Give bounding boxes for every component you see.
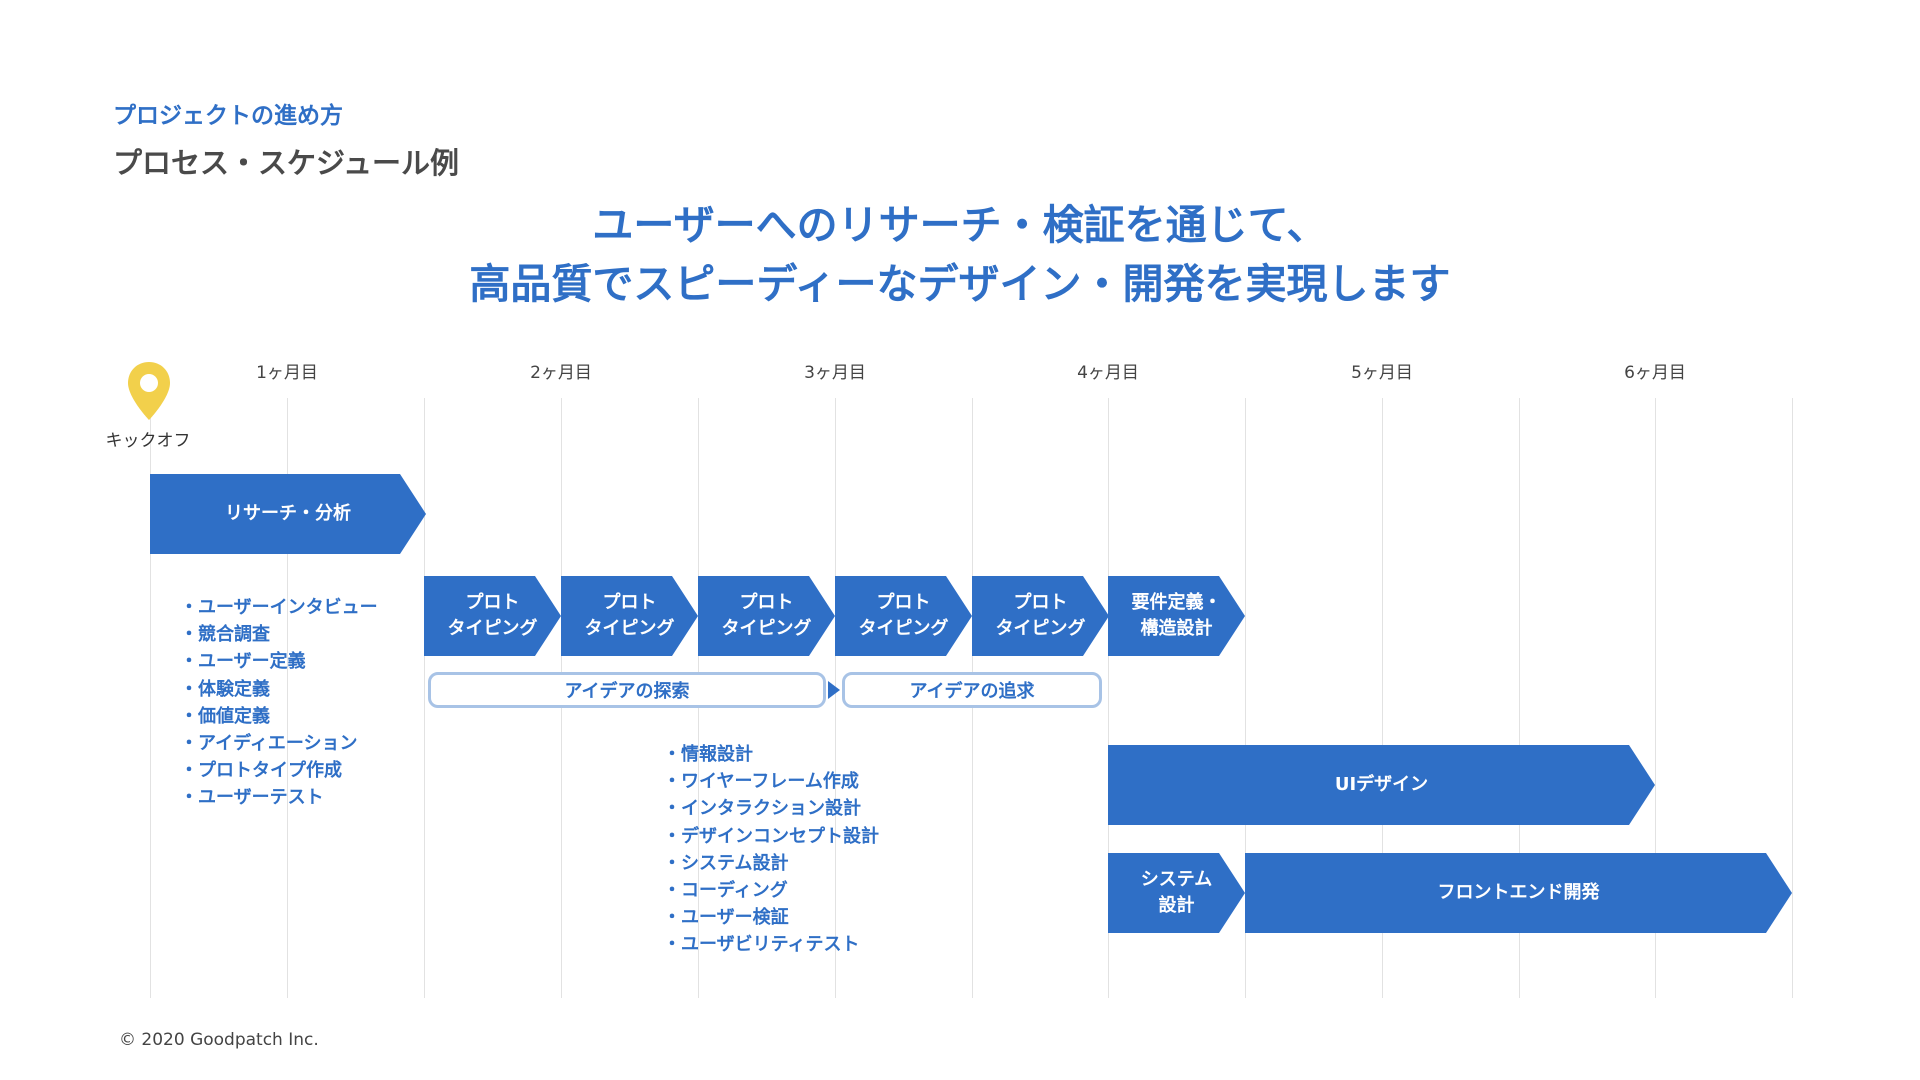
phase-prototyping-4: プロトタイピング bbox=[835, 576, 972, 656]
month-label-4: 4ヶ月目 bbox=[1077, 363, 1139, 383]
month-label-6: 6ヶ月目 bbox=[1624, 363, 1686, 383]
copyright: © 2020 Goodpatch Inc. bbox=[119, 1030, 319, 1050]
list-item: ・インタラクション設計 bbox=[663, 798, 861, 820]
phase-ui-design: UIデザイン bbox=[1108, 745, 1655, 825]
research-task-list: ・ユーザーインタビュー ・競合調査 ・ユーザー定義 ・体験定義 ・価値定義 ・ア… bbox=[180, 594, 378, 812]
phase-label: プロト bbox=[739, 592, 794, 613]
phase-label: タイピング bbox=[995, 618, 1086, 639]
pill-label: アイデアの探索 bbox=[564, 681, 690, 702]
grid-line bbox=[1655, 398, 1656, 998]
list-item: ・体験定義 bbox=[180, 678, 270, 700]
headline: ユーザーへのリサーチ・検証を通じて、 高品質でスピーディーなデザイン・開発を実現… bbox=[0, 196, 1920, 314]
month-label-2: 2ヶ月目 bbox=[530, 363, 592, 383]
phase-label: タイピング bbox=[584, 618, 675, 639]
grid-line bbox=[1792, 398, 1793, 998]
arrow-right-icon bbox=[828, 681, 840, 699]
list-item: ・システム設計 bbox=[663, 852, 789, 874]
phase-label: プロト bbox=[1013, 592, 1068, 613]
list-item: ・価値定義 bbox=[180, 705, 270, 727]
list-item: ・ユーザー検証 bbox=[663, 907, 789, 929]
phase-prototyping-3: プロトタイピング bbox=[698, 576, 835, 656]
phase-label: 構造設計 bbox=[1140, 618, 1213, 639]
pill-idea-exploration: アイデアの探索 bbox=[428, 672, 826, 708]
section-eyebrow: プロジェクトの進め方 bbox=[113, 103, 343, 129]
list-item: ・アイディエーション bbox=[180, 733, 358, 755]
headline-line-2: 高品質でスピーディーなデザイン・開発を実現します bbox=[469, 260, 1451, 308]
phase-label: プロト bbox=[602, 592, 657, 613]
phase-system-design: システム設計 bbox=[1108, 853, 1245, 933]
phase-label: タイピング bbox=[447, 618, 538, 639]
phase-prototyping-2: プロトタイピング bbox=[561, 576, 698, 656]
month-label-5: 5ヶ月目 bbox=[1351, 363, 1413, 383]
grid-line bbox=[287, 398, 288, 998]
list-item: ・ユーザー定義 bbox=[180, 651, 306, 673]
phase-label: プロト bbox=[465, 592, 520, 613]
phase-label: 設計 bbox=[1158, 895, 1195, 916]
phase-label: フロントエンド開発 bbox=[1437, 882, 1600, 903]
phase-research: リサーチ・分析 bbox=[150, 474, 426, 554]
grid-line bbox=[1245, 398, 1246, 998]
month-label-1: 1ヶ月目 bbox=[256, 363, 318, 383]
headline-line-1: ユーザーへのリサーチ・検証を通じて、 bbox=[592, 201, 1328, 249]
design-task-list: ・情報設計 ・ワイヤーフレーム作成 ・インタラクション設計 ・デザインコンセプト… bbox=[663, 741, 879, 959]
list-item: ・プロトタイプ作成 bbox=[180, 760, 342, 782]
map-pin-icon bbox=[128, 362, 170, 420]
grid-line bbox=[150, 398, 151, 998]
month-label-3: 3ヶ月目 bbox=[804, 363, 866, 383]
list-item: ・ユーザビリティテスト bbox=[663, 934, 860, 956]
grid-line bbox=[1108, 398, 1109, 998]
phase-prototyping-1: プロトタイピング bbox=[424, 576, 561, 656]
phase-research-label: リサーチ・分析 bbox=[225, 503, 351, 524]
grid-line bbox=[1519, 398, 1520, 998]
phase-requirements: 要件定義・構造設計 bbox=[1108, 576, 1245, 656]
phase-label: プロト bbox=[876, 592, 931, 613]
phase-label: タイピング bbox=[858, 618, 949, 639]
section-subtitle: プロセス・スケジュール例 bbox=[113, 146, 459, 180]
grid-line bbox=[1382, 398, 1383, 998]
pill-label: アイデアの追求 bbox=[909, 681, 1035, 702]
list-item: ・競合調査 bbox=[180, 624, 270, 646]
list-item: ・ワイヤーフレーム作成 bbox=[663, 771, 859, 793]
list-item: ・ユーザーインタビュー bbox=[180, 597, 378, 618]
phase-label: システム bbox=[1140, 869, 1213, 890]
list-item: ・ユーザーテスト bbox=[180, 787, 324, 809]
phase-prototyping-5: プロトタイピング bbox=[972, 576, 1109, 656]
phase-frontend: フロントエンド開発 bbox=[1245, 853, 1792, 933]
phase-label: タイピング bbox=[721, 618, 812, 639]
phase-label: 要件定義・ bbox=[1131, 592, 1222, 613]
phase-label: UIデザイン bbox=[1334, 774, 1429, 795]
list-item: ・コーディング bbox=[663, 880, 788, 902]
list-item: ・デザインコンセプト設計 bbox=[663, 825, 879, 847]
pill-idea-pursuit: アイデアの追求 bbox=[842, 672, 1102, 708]
grid-line bbox=[424, 398, 425, 998]
kickoff-label: キックオフ bbox=[105, 431, 191, 451]
list-item: ・情報設計 bbox=[663, 744, 753, 765]
